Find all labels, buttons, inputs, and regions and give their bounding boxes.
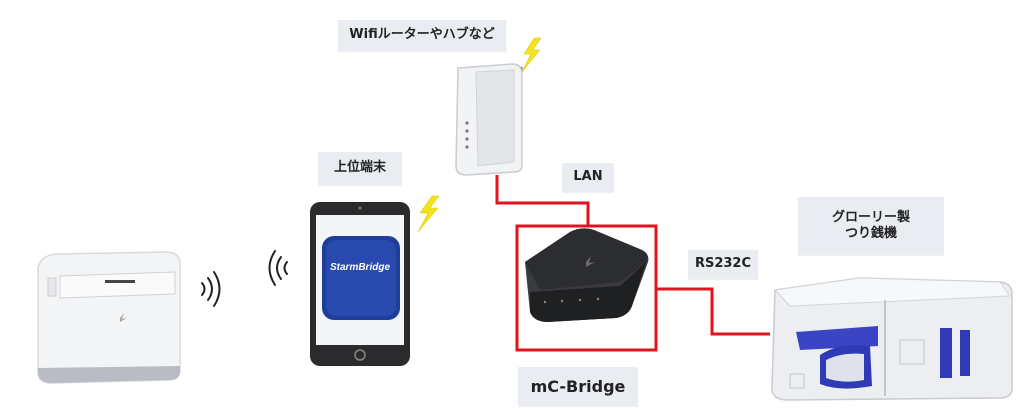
- lightning-icons: [417, 37, 542, 233]
- rs232c-cable: [656, 287, 770, 336]
- glory-label-line2: つり銭機: [844, 226, 897, 241]
- mc-bridge-device: [525, 228, 649, 322]
- star-logo-icon: [120, 313, 127, 322]
- connection-lines: [495, 175, 770, 352]
- app-name-text: StarmBridge: [329, 262, 390, 273]
- rs232c-label: RS232C: [688, 250, 758, 279]
- wireless-signal-icon: [268, 250, 288, 286]
- wifi-router: [455, 63, 523, 176]
- receipt-printer: [37, 251, 181, 384]
- tablet: [310, 202, 410, 366]
- glory-label-line1: グローリー製: [831, 209, 910, 225]
- glory-cash-changer-label: グローリー製 つり銭機: [798, 197, 944, 255]
- host-terminal-label: 上位端末: [318, 152, 402, 185]
- mc-bridge-label: mC-Bridge: [518, 367, 638, 406]
- lan-cable: [495, 175, 590, 226]
- lightning-icon: [521, 37, 542, 73]
- star-logo-icon: [586, 256, 595, 267]
- lightning-icon: [417, 195, 440, 233]
- wireless-signal-icon: [201, 271, 221, 307]
- wifi-router-label: Wifiルーターやハブなど: [338, 20, 506, 51]
- cash-changer: [771, 277, 1013, 401]
- lan-label: LAN: [562, 163, 614, 192]
